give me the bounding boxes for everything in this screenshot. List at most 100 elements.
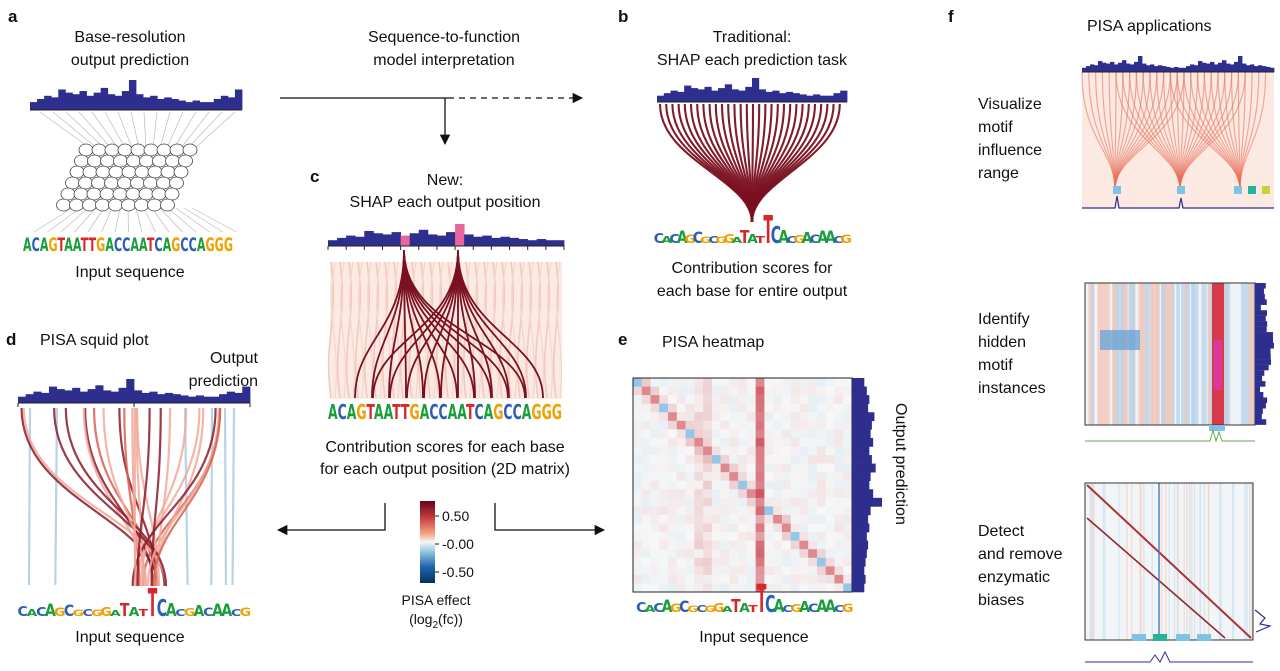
heatmap-stripe xyxy=(1190,483,1193,640)
heatmap-cell xyxy=(641,489,651,499)
heatmap-cell xyxy=(764,497,774,507)
heatmap-cell xyxy=(720,378,730,387)
heatmap-cell xyxy=(764,403,774,413)
heatmap-cell xyxy=(711,378,721,387)
network-node xyxy=(121,165,137,179)
app2-line4: instances xyxy=(978,380,1046,397)
heatmap-cell xyxy=(633,463,643,473)
colorbar-unit-prefix: (log xyxy=(409,611,432,627)
heatmap-cell xyxy=(781,429,791,439)
heatmap-cell xyxy=(633,446,643,456)
app1-line2: motif xyxy=(978,119,1013,136)
heatmap-cell xyxy=(703,532,713,541)
profile-bar xyxy=(852,463,876,473)
nucleotide-A: A xyxy=(105,234,114,256)
heatmap-cell xyxy=(834,437,844,447)
heatmap-cell xyxy=(641,386,651,396)
profile-bar xyxy=(143,97,151,110)
heatmap-cell xyxy=(668,386,678,396)
output-title-line2: output prediction xyxy=(71,52,189,69)
heatmap-cell xyxy=(746,549,756,559)
heatmap-cell xyxy=(816,463,827,473)
heatmap-cell xyxy=(773,523,783,533)
heatmap-cell xyxy=(676,437,686,447)
profile-bar xyxy=(1086,66,1091,72)
light-contribution-curve xyxy=(484,261,490,399)
heatmap-cell xyxy=(694,403,704,413)
profile-bar xyxy=(1255,413,1262,420)
nucleotide-G: G xyxy=(552,400,562,424)
heatmap-cell xyxy=(825,480,835,490)
heatmap-cell xyxy=(738,378,748,387)
heatmap-cell xyxy=(825,463,835,473)
influence-curve xyxy=(1179,71,1246,191)
network-node xyxy=(113,154,128,168)
heatmap-cell xyxy=(650,420,660,430)
profile-bar xyxy=(819,95,828,102)
logo-letter: A xyxy=(817,228,828,248)
logo-letter: T xyxy=(731,595,741,616)
profile-bar xyxy=(1150,64,1155,72)
heatmap-cell xyxy=(738,523,748,533)
heatmap-cell xyxy=(764,446,774,456)
output-profile-d xyxy=(17,379,251,407)
heatmap-cell xyxy=(773,532,783,541)
heatmap-cell xyxy=(843,557,853,567)
heatmap-cell xyxy=(738,472,748,482)
heatmap-cell xyxy=(668,574,678,584)
heatmap-cell xyxy=(816,497,827,507)
heatmap-cell xyxy=(834,566,844,576)
heatmap-cell xyxy=(790,429,800,439)
profile-bar xyxy=(509,237,520,246)
heatmap-cell xyxy=(738,437,748,447)
network-node xyxy=(104,176,119,190)
logo-letter: T xyxy=(756,234,767,245)
profile-bar xyxy=(355,236,365,246)
logo-letter: C xyxy=(18,604,28,620)
heatmap-cell xyxy=(738,395,748,404)
heatmap-cell xyxy=(729,506,739,516)
logo-letter: A xyxy=(778,226,789,247)
heatmap-cell xyxy=(764,506,774,516)
profile-bar xyxy=(227,97,236,110)
heatmap-stripe xyxy=(1184,283,1187,425)
panel-d: d PISA squid plot Output prediction CACA… xyxy=(6,330,259,646)
heatmap-cell xyxy=(755,540,765,550)
heatmap-cell xyxy=(755,549,765,559)
squid-curve xyxy=(64,407,167,587)
heatmap-cell xyxy=(755,532,765,541)
heatmap-cell xyxy=(825,514,835,524)
heatmap-cell xyxy=(738,420,748,430)
heatmap-cell xyxy=(834,583,844,593)
profile-bar xyxy=(1255,408,1263,414)
heatmap-cell xyxy=(825,455,835,464)
heatmap-cell xyxy=(633,420,643,430)
network-node xyxy=(147,165,163,179)
panel-f-title: PISA applications xyxy=(1087,18,1212,35)
heatmap-cell xyxy=(729,446,739,456)
heatmap-stripe xyxy=(1155,283,1160,425)
connection-line xyxy=(47,207,81,233)
heatmap-cell xyxy=(755,506,765,516)
profile-bar xyxy=(1090,64,1095,72)
profile-bar xyxy=(731,89,739,102)
heatmap-stripe xyxy=(1177,483,1180,640)
heatmap-cell xyxy=(834,549,844,559)
heatmap-cell xyxy=(843,472,853,482)
network-connections xyxy=(33,111,237,233)
network-node xyxy=(86,187,102,201)
heatmap-cell xyxy=(781,455,791,464)
profile-bar xyxy=(852,429,871,439)
heatmap-cell xyxy=(825,583,835,593)
nucleotide-T: T xyxy=(466,400,475,424)
heatmap-cell xyxy=(641,540,651,550)
network-node xyxy=(134,165,150,179)
heatmap-cell xyxy=(773,514,783,524)
heatmap-cell xyxy=(738,446,748,456)
attribution-trace xyxy=(1085,650,1253,663)
logo-letter: G xyxy=(700,235,711,245)
connection-line xyxy=(167,207,197,233)
heatmap-cell xyxy=(729,489,739,499)
heatmap-cell xyxy=(641,412,651,422)
heatmap-cell xyxy=(685,540,695,550)
